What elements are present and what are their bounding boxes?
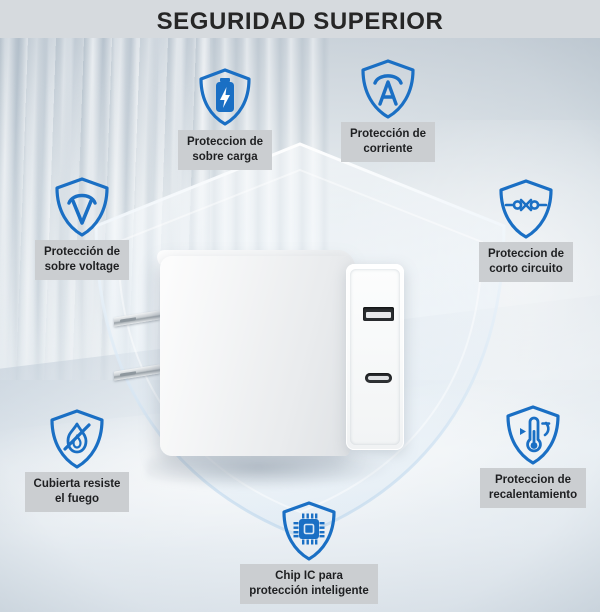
label-line-1: Proteccion de xyxy=(487,248,565,260)
feature-label-overvoltage: Protección de sobre voltage xyxy=(34,240,130,280)
label-line-1: Proteccion de xyxy=(494,474,572,486)
shield-short-circuit-icon xyxy=(441,178,600,240)
feature-label-current: Protección de corriente xyxy=(340,122,436,162)
feature-label-short-circuit: Proteccion de corto circuito xyxy=(478,242,574,282)
label-line-1: Protección de xyxy=(349,128,427,140)
feature-overvoltage[interactable]: Protección de sobre voltage xyxy=(0,176,167,280)
shield-battery-bolt-icon xyxy=(140,66,310,128)
feature-label-fire-resistant: Cubierta resiste el fuego xyxy=(24,472,130,512)
label-line-2: protección inteligente xyxy=(249,585,369,597)
feature-ic-chip[interactable]: Chip IC para protección inteligente xyxy=(224,500,394,604)
page-title: SEGURIDAD SUPERIOR xyxy=(156,8,444,35)
feature-label-ic-chip: Chip IC para protección inteligente xyxy=(240,564,378,604)
usb-a-port xyxy=(363,307,394,321)
charger-face-inner xyxy=(350,269,400,445)
feature-label-overheat: Proteccion de recalentamiento xyxy=(479,468,587,508)
feature-overheat[interactable]: Proteccion de recalentamiento xyxy=(448,404,600,508)
label-line-2: recalentamiento xyxy=(488,489,578,501)
label-line-2: corriente xyxy=(363,143,413,155)
label-line-1: Cubierta resiste xyxy=(33,478,121,490)
feature-current[interactable]: Protección de corriente xyxy=(303,58,473,162)
shield-volt-v-icon xyxy=(0,176,167,238)
label-line-2: sobre voltage xyxy=(44,261,120,273)
shield-microchip-icon xyxy=(224,500,394,562)
shield-thermometer-icon xyxy=(448,404,600,466)
label-line-1: Proteccion de xyxy=(186,136,264,148)
label-line-2: sobre carga xyxy=(192,151,258,163)
feature-overcharge[interactable]: Proteccion de sobre carga xyxy=(140,66,310,170)
product-charger xyxy=(114,250,404,490)
feature-label-overcharge: Proteccion de sobre carga xyxy=(177,130,273,170)
label-line-1: Protección de xyxy=(43,246,121,258)
feature-short-circuit[interactable]: Proteccion de corto circuito xyxy=(441,178,600,282)
shield-no-fire-icon xyxy=(0,408,162,470)
label-line-2: el fuego xyxy=(54,493,100,505)
label-line-1: Chip IC para xyxy=(275,570,343,582)
charger-body xyxy=(160,256,350,456)
usb-c-port xyxy=(365,373,392,383)
feature-fire-resistant[interactable]: Cubierta resiste el fuego xyxy=(0,408,162,512)
label-line-2: corto circuito xyxy=(489,263,563,275)
charger-front-face xyxy=(346,264,404,450)
shield-ampere-a-icon xyxy=(303,58,473,120)
